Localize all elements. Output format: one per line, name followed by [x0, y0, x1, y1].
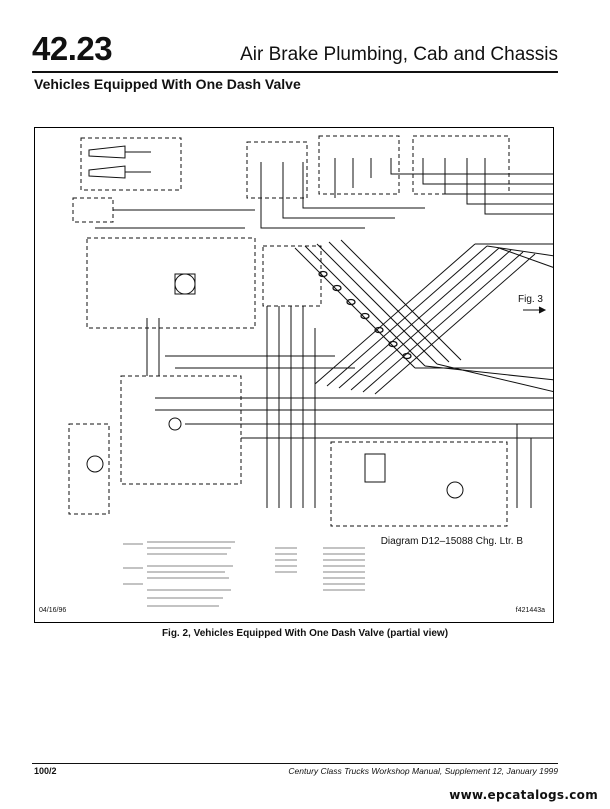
section-title: Air Brake Plumbing, Cab and Chassis — [240, 44, 558, 65]
figure-date: 04/16/96 — [39, 607, 67, 614]
figure-caption: Fig. 2, Vehicles Equipped With One Dash … — [161, 628, 449, 639]
watermark: www.epcatalogs.com — [449, 788, 598, 802]
plumbing-schematic — [68, 135, 553, 607]
page-subtitle: Vehicles Equipped With One Dash Valve — [34, 76, 301, 92]
horn-lower — [88, 165, 126, 179]
dash-valve — [174, 273, 196, 295]
section-number: 42.23 — [32, 30, 113, 67]
wiring-diagram: Fig. 3 Diagram D12–15088 Chg. Ltr. B 04/… — [34, 127, 554, 623]
header-rule — [32, 71, 558, 73]
horn-upper — [88, 145, 126, 159]
diagonal-bundle — [294, 239, 553, 395]
footer-publication: Century Class Trucks Workshop Manual, Su… — [288, 766, 558, 776]
figure-part-number: f421443a — [515, 607, 545, 614]
vertical-drops — [146, 306, 532, 508]
legend-lines — [123, 541, 365, 607]
diagram-reference: Diagram D12–15088 Chg. Ltr. B — [380, 536, 523, 547]
footer-rule — [32, 763, 558, 764]
upper-lines — [260, 158, 553, 229]
valve-group-upper-left — [68, 135, 510, 527]
fittings — [318, 270, 412, 360]
figure-side-reference: Fig. 3 — [517, 294, 543, 305]
page-number: 100/2 — [34, 766, 57, 776]
horizontal-runs — [95, 209, 553, 439]
